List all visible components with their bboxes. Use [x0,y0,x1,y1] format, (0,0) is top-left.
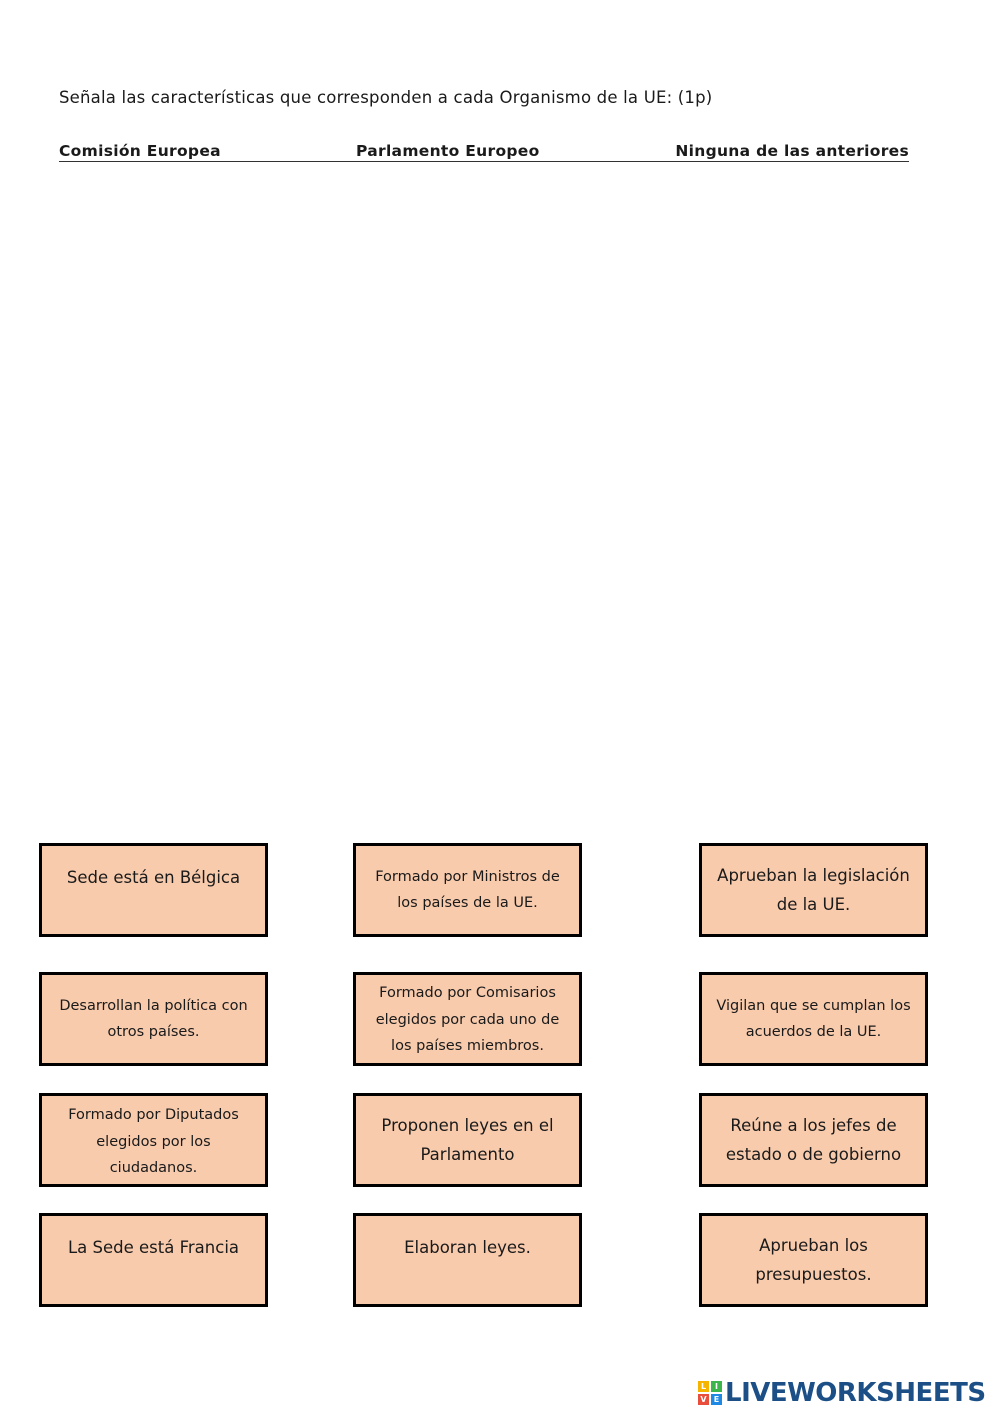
column-header-ninguna: Ninguna de las anteriores [675,142,909,160]
logo-letter: L [698,1381,709,1392]
card-text: Sede está en Bélgica [66,867,241,887]
card-text: Desarrollan la política con otros países… [59,997,248,1041]
drag-card[interactable]: Vigilan que se cumplan los acuerdos de l… [699,972,928,1066]
column-headers: Comisión Europea Parlamento Europeo Ning… [59,142,909,162]
drag-card[interactable]: Elaboran leyes. [353,1213,582,1307]
card-text: Formado por Ministros de los países de l… [375,868,560,912]
drag-card[interactable]: Proponen leyes en el Parlamento [353,1093,582,1187]
column-header-comision: Comisión Europea [59,142,221,160]
drag-card[interactable]: Sede está en Bélgica [39,843,268,937]
instruction-text: Señala las características que correspon… [59,88,713,107]
liveworksheets-logo-text: LIVEWORKSHEETS [725,1378,986,1408]
liveworksheets-logo-icon: L I V E [698,1381,722,1405]
logo-letter: E [711,1394,722,1405]
drag-card[interactable]: Aprueban los presupuestos. [699,1213,928,1307]
card-text: Vigilan que se cumplan los acuerdos de l… [716,997,911,1041]
liveworksheets-logo: L I V E LIVEWORKSHEETS [698,1378,986,1408]
drop-zone-parlamento[interactable] [340,170,610,810]
drag-card[interactable]: Reúne a los jefes de estado o de gobiern… [699,1093,928,1187]
card-text: La Sede está Francia [67,1237,240,1257]
drag-card[interactable]: Formado por Comisarios elegidos por cada… [353,972,582,1066]
drag-card[interactable]: Aprueban la legislación de la UE. [699,843,928,937]
drop-zone-ninguna[interactable] [650,170,950,810]
logo-letter: I [711,1381,722,1392]
card-text: Formado por Comisarios elegidos por cada… [375,985,560,1055]
drop-zone-comision[interactable] [40,170,310,810]
drag-card[interactable]: Formado por Ministros de los países de l… [353,843,582,937]
drag-card[interactable]: Formado por Diputados elegidos por los c… [39,1093,268,1187]
card-text: Reúne a los jefes de estado o de gobiern… [725,1116,902,1164]
card-text: Elaboran leyes. [404,1237,531,1257]
card-text: Aprueban los presupuestos. [755,1236,872,1284]
card-text: Formado por Diputados elegidos por los c… [68,1107,239,1177]
column-header-parlamento: Parlamento Europeo [356,142,540,160]
drag-card[interactable]: Desarrollan la política con otros países… [39,972,268,1066]
logo-letter: V [698,1394,709,1405]
card-text: Aprueban la legislación de la UE. [717,866,910,914]
drag-card[interactable]: La Sede está Francia [39,1213,268,1307]
card-text: Proponen leyes en el Parlamento [381,1116,554,1164]
